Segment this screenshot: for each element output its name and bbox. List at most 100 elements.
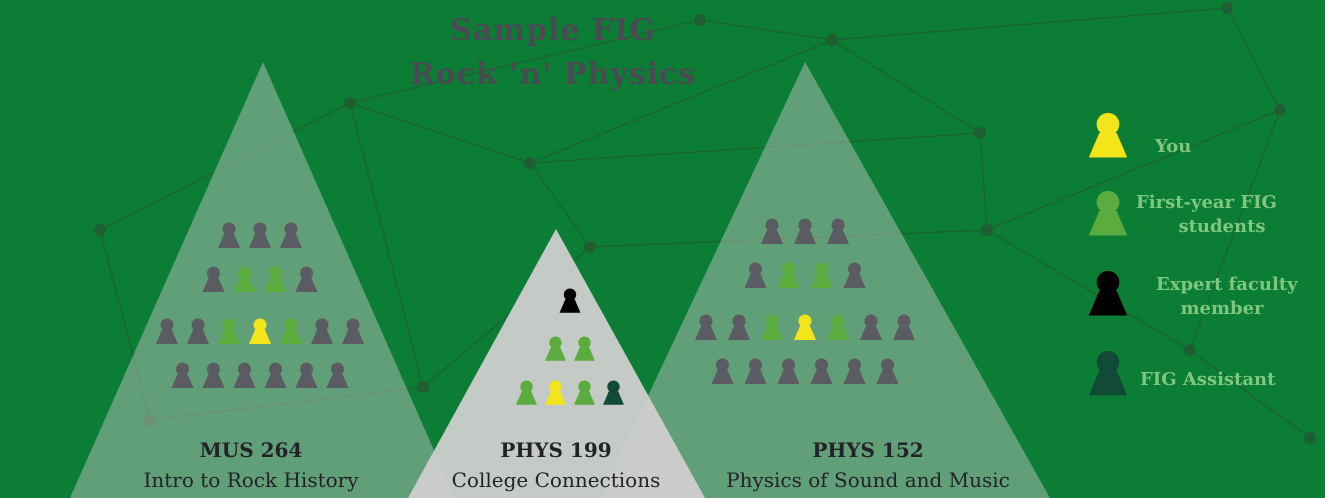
people-groups (156, 218, 915, 405)
course-name-phys-152: Physics of Sound and Music (726, 468, 1010, 492)
network-node (144, 414, 156, 426)
network-line (349, 102, 424, 388)
triangle-phys-199 (408, 229, 705, 498)
people-group-phys-199 (516, 288, 624, 405)
person-icon-assistant (603, 380, 624, 405)
legend-label-you: You (1154, 136, 1191, 157)
network-node (1304, 432, 1316, 444)
network-background (94, 2, 1316, 444)
network-line (986, 229, 1191, 351)
network-line (529, 39, 833, 164)
person-icon-other (311, 318, 333, 344)
person-icon-you (545, 380, 566, 405)
course-name-mus-264: Intro to Rock History (143, 468, 359, 492)
person-icon-first-year (574, 336, 595, 361)
person-icon-first-year (233, 266, 256, 292)
network-line (831, 39, 981, 134)
person-icon-other (893, 314, 915, 340)
person-icon-you (249, 318, 271, 344)
person-icon-other (876, 358, 899, 384)
person-icon-other (810, 358, 833, 384)
network-line (699, 19, 833, 41)
legend-label-faculty-part1: Expert faculty (1156, 274, 1298, 295)
network-line (1226, 7, 1281, 111)
course-name-phys-199: College Connections (452, 468, 661, 492)
person-icon-first-year (280, 318, 302, 344)
legend: You First-year FIG students Expert facul… (1088, 112, 1298, 396)
person-icon-other (264, 362, 287, 388)
person-icon-other (218, 222, 240, 248)
network-line (529, 132, 981, 164)
person-icon-other (744, 262, 767, 288)
network-line (99, 229, 151, 421)
legend-person-icon (1088, 112, 1128, 158)
person-icon-other (744, 358, 767, 384)
network-node (524, 157, 536, 169)
network-line (349, 102, 531, 164)
network-node (981, 224, 993, 236)
person-icon-other (342, 318, 364, 344)
person-icon-other (843, 262, 866, 288)
network-line (149, 386, 424, 421)
network-node (584, 241, 596, 253)
person-icon-first-year (761, 314, 783, 340)
network-node (826, 34, 838, 46)
person-icon-first-year (264, 266, 287, 292)
people-group-phys-152 (695, 218, 915, 384)
person-icon-other (156, 318, 178, 344)
person-icon-other (249, 222, 271, 248)
person-icon-other (794, 218, 816, 244)
title-line-1: Sample FIG (450, 13, 656, 48)
person-icon-other (860, 314, 882, 340)
network-node (417, 381, 429, 393)
course-code-phys-199: PHYS 199 (500, 438, 611, 462)
network-node (694, 14, 706, 26)
legend-label-faculty-part2: member (1180, 298, 1264, 319)
network-line (1189, 109, 1281, 351)
person-icon-other (202, 362, 225, 388)
network-line (1189, 349, 1311, 439)
network-node (1274, 104, 1286, 116)
legend-label-first-year-part2: students (1178, 216, 1265, 237)
people-group-mus-264 (156, 222, 364, 388)
person-icon-other (711, 358, 734, 384)
person-icon-you (794, 314, 816, 340)
network-line (979, 132, 988, 231)
network-line (349, 19, 701, 104)
course-code-phys-152: PHYS 152 (812, 438, 923, 462)
legend-person-icon (1088, 270, 1128, 316)
person-icon-first-year (516, 380, 537, 405)
network-line (831, 7, 1228, 41)
network-node (1184, 344, 1196, 356)
legend-label-first-year-part1: First-year FIG (1136, 192, 1277, 213)
person-icon-first-year (218, 318, 240, 344)
person-icon-other (761, 218, 783, 244)
network-node (344, 97, 356, 109)
person-icon-first-year (574, 380, 595, 405)
triangle-mus-264 (70, 62, 455, 498)
person-icon-first-year (827, 314, 849, 340)
person-icon-other (202, 266, 225, 292)
person-icon-other (843, 358, 866, 384)
person-icon-first-year (777, 262, 800, 288)
person-icon-other (295, 362, 318, 388)
person-icon-other (295, 266, 318, 292)
legend-label-assistant: FIG Assistant (1140, 369, 1276, 390)
network-node (1221, 2, 1233, 14)
person-icon-other (728, 314, 750, 340)
network-line (986, 109, 1281, 231)
person-icon-other (280, 222, 302, 248)
legend-person-icon (1088, 350, 1128, 396)
course-code-mus-264: MUS 264 (200, 438, 303, 462)
person-icon-other (827, 218, 849, 244)
person-icon-other (777, 358, 800, 384)
network-node (94, 224, 106, 236)
person-icon-first-year (545, 336, 566, 361)
person-icon-other (695, 314, 717, 340)
person-icon-other (326, 362, 349, 388)
network-line (529, 162, 591, 248)
network-line (99, 102, 351, 231)
person-icon-first-year (810, 262, 833, 288)
network-node (974, 127, 986, 139)
